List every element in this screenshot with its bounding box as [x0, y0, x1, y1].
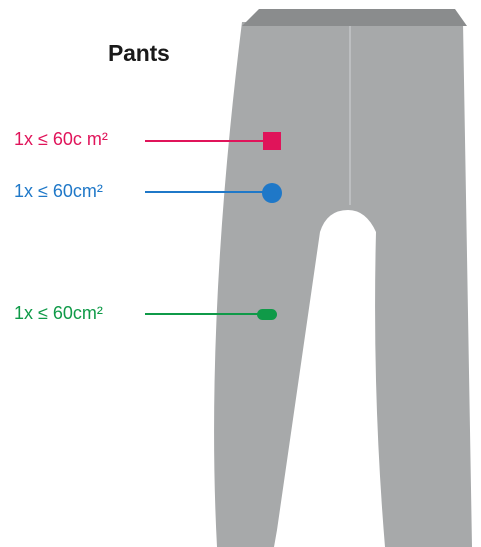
- diagram-title: Pants: [108, 42, 170, 65]
- waistband: [242, 9, 467, 26]
- pants-body: [214, 22, 472, 547]
- oval-marker: [257, 309, 277, 320]
- annotation-label-oval: 1x ≤ 60cm²: [14, 304, 103, 322]
- annotation-label-circle: 1x ≤ 60cm²: [14, 182, 103, 200]
- annotation-label-square: 1x ≤ 60c m²: [14, 130, 108, 148]
- circle-marker: [262, 183, 282, 203]
- square-marker: [263, 132, 281, 150]
